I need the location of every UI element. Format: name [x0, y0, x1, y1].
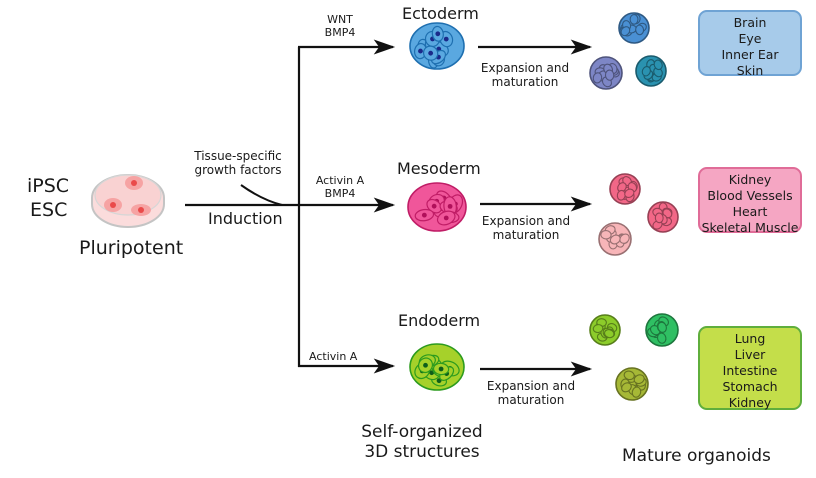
signal-label: BMP4 — [324, 186, 356, 200]
organ-label: Lung — [734, 331, 766, 346]
growth-factors-line: Tissue-specific — [194, 149, 282, 163]
expansion-line: Expansion and — [481, 214, 571, 228]
endoderm-organoid-icon — [615, 367, 649, 401]
mature-organoids-label: Mature organoids — [622, 446, 771, 466]
petri-dish-icon — [91, 174, 165, 228]
mesoderm-organs-box: Kidney Blood Vessels Heart Skeletal Musc… — [698, 167, 802, 235]
mesoderm-signals: Activin A BMP4 — [308, 174, 372, 200]
endoderm-expansion-label: Expansion and maturation — [476, 379, 586, 408]
self-organized-label: Self-organized 3D structures — [352, 422, 492, 462]
endoderm-cell-cluster-icon — [409, 343, 465, 391]
source-cell-type: ESC — [30, 199, 68, 221]
organ-label: Skeletal Muscle — [701, 220, 799, 235]
organ-label: Kidney — [728, 172, 772, 187]
organ-label: Brain — [733, 15, 767, 30]
growth-factors-label: Tissue-specific growth factors — [192, 149, 284, 178]
organ-label: Inner Ear — [721, 47, 779, 62]
organ-label: Blood Vessels — [707, 188, 793, 203]
signal-label: Activin A — [315, 174, 365, 187]
ectoderm-title: Ectoderm — [402, 4, 479, 23]
growth-factors-line: growth factors — [194, 162, 282, 177]
ectoderm-organoid-icon — [618, 12, 650, 44]
endoderm-signals: Activin A — [309, 350, 358, 363]
organ-label: Liver — [734, 347, 766, 362]
signal-label: BMP4 — [324, 25, 356, 39]
expansion-line: Expansion and — [480, 61, 570, 75]
expansion-line: maturation — [491, 74, 559, 89]
cell-colony-icon — [104, 176, 151, 216]
mesoderm-organoid-icon — [609, 173, 641, 205]
growth-factor-curve — [240, 184, 283, 206]
expansion-line: Expansion and — [486, 379, 576, 393]
expansion-line: maturation — [497, 392, 565, 407]
ectoderm-organs-box: Brain Eye Inner Ear Skin — [698, 10, 802, 78]
organ-label: Stomach — [722, 379, 778, 394]
organ-label: Heart — [732, 204, 768, 219]
ectoderm-cell-cluster-icon — [409, 22, 465, 70]
induction-label: Induction — [208, 209, 283, 228]
ectoderm-organoid-icon — [635, 55, 667, 87]
mesoderm-title: Mesoderm — [397, 159, 481, 178]
pluripotent-label: Pluripotent — [79, 237, 184, 259]
footer-line: 3D structures — [364, 441, 480, 462]
endoderm-organoid-icon — [589, 314, 621, 346]
source-cell-type: iPSC — [27, 175, 70, 197]
endoderm-organs-box: Lung Liver Intestine Stomach Kidney — [698, 326, 802, 410]
endoderm-organoid-icon — [645, 313, 679, 347]
organ-label: Eye — [738, 31, 762, 46]
ectoderm-signals: WNT BMP4 — [315, 13, 365, 39]
organ-label: Intestine — [722, 363, 778, 378]
mesoderm-cell-cluster-icon — [407, 182, 467, 232]
footer-line: Self-organized — [361, 422, 483, 442]
mesoderm-expansion-label: Expansion and maturation — [471, 214, 581, 243]
mesoderm-organoid-icon — [647, 201, 679, 233]
ectoderm-expansion-label: Expansion and maturation — [470, 61, 580, 90]
expansion-line: maturation — [492, 227, 560, 242]
organ-label: Skin — [736, 63, 764, 78]
signal-label: WNT — [327, 13, 353, 26]
ectoderm-organoid-icon — [589, 56, 623, 90]
endoderm-title: Endoderm — [398, 311, 481, 330]
organ-label: Kidney — [728, 395, 772, 410]
mesoderm-organoid-icon — [598, 222, 632, 256]
